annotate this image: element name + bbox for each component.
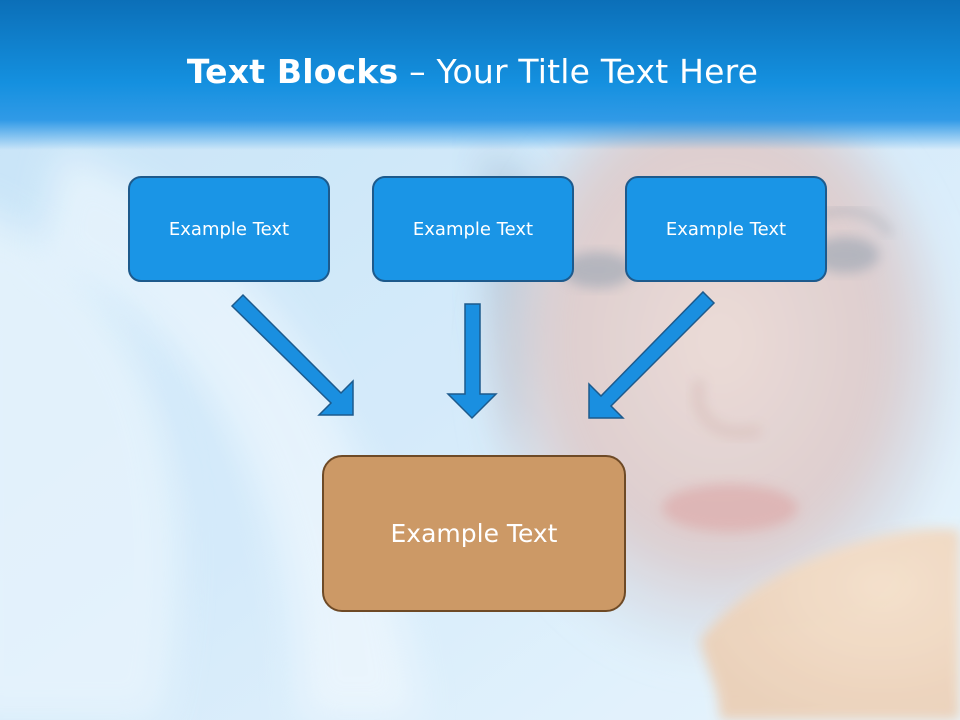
arrow-right-icon — [588, 290, 716, 419]
text-box-2[interactable]: Example Text — [372, 176, 574, 282]
text-box-3[interactable]: Example Text — [625, 176, 827, 282]
title-dash: – — [398, 52, 437, 91]
arrow-left-icon — [230, 293, 354, 416]
text-box-3-label: Example Text — [665, 218, 787, 240]
title-rest-text: Your Title Text Here — [436, 52, 759, 91]
arrow-down-icon — [446, 303, 498, 420]
summary-box[interactable]: Example Text — [322, 455, 626, 612]
text-box-1[interactable]: Example Text — [128, 176, 330, 282]
title-band — [0, 0, 960, 150]
text-box-2-label: Example Text — [412, 218, 534, 240]
slide-title: Text Blocks – Your Title Text Here — [0, 52, 945, 91]
summary-box-label: Example Text — [390, 519, 558, 548]
text-box-1-label: Example Text — [168, 218, 290, 240]
title-bold-text: Text Blocks — [186, 52, 399, 91]
